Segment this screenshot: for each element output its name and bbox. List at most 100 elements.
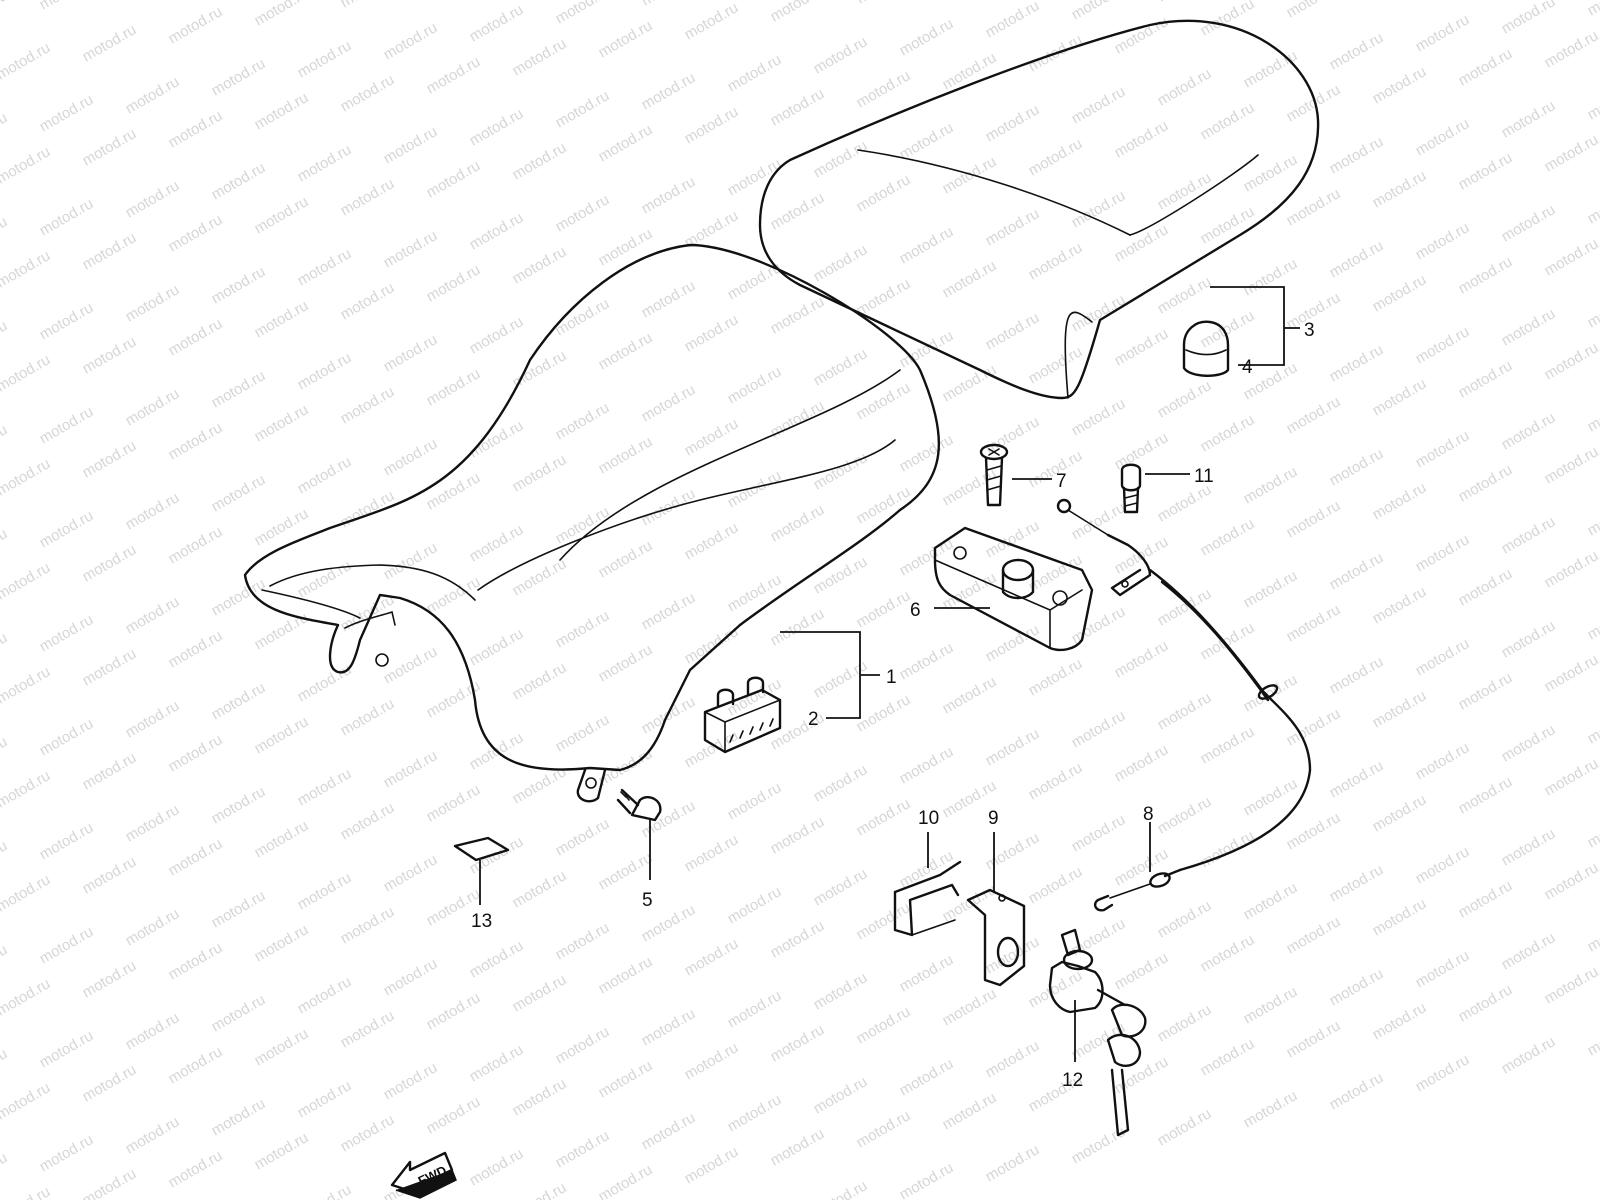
watermark-text: motod.ru	[1026, 343, 1086, 387]
watermark-text: motod.ru	[1069, 707, 1129, 751]
watermark-text: motod.ru	[381, 955, 441, 999]
watermark-text: motod.ru	[295, 973, 355, 1017]
watermark-text: motod.ru	[1026, 551, 1086, 595]
watermark-text: motod.ru	[1284, 601, 1344, 645]
watermark-text: motod.ru	[811, 345, 871, 389]
watermark-text: motod.ru	[1112, 741, 1172, 785]
watermark-text: motod.ru	[553, 815, 613, 859]
watermark-text: motod.ru	[381, 643, 441, 687]
watermark-text: motod.ru	[37, 1027, 97, 1071]
watermark-text: motod.ru	[1370, 271, 1430, 315]
watermark-text: motod.ru	[338, 383, 398, 427]
watermark-text: motod.ru	[940, 673, 1000, 717]
watermark-text: motod.ru	[80, 21, 140, 65]
watermark-text: motod.ru	[1026, 655, 1086, 699]
watermark-text: motod.ru	[0, 351, 53, 395]
watermark-text: motod.ru	[682, 103, 742, 147]
watermark-text: motod.ru	[1198, 411, 1258, 455]
watermark-text: motod.ru	[854, 1003, 914, 1047]
watermark-text: motod.ru	[639, 173, 699, 217]
watermark-text: motod.ru	[1069, 83, 1129, 127]
watermark-text: motod.ru	[1456, 773, 1516, 817]
rear-seat	[758, 19, 1320, 400]
watermark-text: motod.ru	[1370, 0, 1430, 3]
watermark-text: motod.ru	[0, 525, 10, 569]
watermark-text: motod.ru	[1198, 1035, 1258, 1079]
watermark-text: motod.ru	[37, 0, 97, 13]
watermark-text: motod.ru	[639, 1109, 699, 1153]
watermark-text: motod.ru	[381, 1059, 441, 1103]
watermark-text: motod.ru	[295, 141, 355, 185]
watermark-text: motod.ru	[37, 715, 97, 759]
watermark-text: motod.ru	[854, 1107, 914, 1151]
watermark-text: motod.ru	[1370, 479, 1430, 523]
watermark-text: motod.ru	[467, 1041, 527, 1085]
watermark-text: motod.ru	[1198, 827, 1258, 871]
watermark-text: motod.ru	[209, 887, 269, 931]
watermark-text: motod.ru	[252, 297, 312, 341]
watermark-text: motod.ru	[510, 451, 570, 495]
watermark-text: motod.ru	[639, 381, 699, 425]
watermark-text: motod.ru	[0, 455, 53, 499]
watermark-text: motod.ru	[166, 731, 226, 775]
callout-9: 9	[988, 808, 999, 829]
watermark-text: motod.ru	[897, 743, 957, 787]
watermark-text: motod.ru	[1241, 983, 1301, 1027]
watermark-text: motod.ru	[854, 691, 914, 735]
watermark-text: motod.ru	[1112, 429, 1172, 473]
watermark-text: motod.ru	[209, 575, 269, 619]
watermark-text: motod.ru	[37, 195, 97, 239]
watermark-text: motod.ru	[338, 487, 398, 531]
callout-1: 1	[886, 667, 897, 688]
watermark-text: motod.ru	[123, 489, 183, 533]
watermark-text: motod.ru	[1026, 759, 1086, 803]
watermark-text: motod.ru	[768, 917, 828, 961]
watermark-text: motod.ru	[37, 1131, 97, 1175]
watermark-text: motod.ru	[1413, 947, 1473, 991]
watermark-text: motod.ru	[1499, 0, 1559, 37]
watermark-text: motod.ru	[37, 403, 97, 447]
watermark-text: motod.ru	[252, 0, 312, 29]
callout-10: 10	[918, 808, 939, 829]
watermark-text: motod.ru	[639, 485, 699, 529]
watermark-text: motod.ru	[166, 835, 226, 879]
watermark-text: motod.ru	[983, 0, 1043, 41]
watermark-text: motod.ru	[1155, 1001, 1215, 1045]
watermark-text: motod.ru	[768, 1125, 828, 1169]
watermark-text: motod.ru	[682, 1143, 742, 1187]
watermark-text: motod.ru	[166, 523, 226, 567]
watermark-text: motod.ru	[1198, 723, 1258, 767]
watermark-text: motod.ru	[123, 905, 183, 949]
watermark-text: motod.ru	[1585, 0, 1600, 19]
watermark-text: motod.ru	[0, 247, 53, 291]
callout-7: 7	[1056, 471, 1067, 492]
watermark-text: motod.ru	[596, 953, 656, 997]
watermark-text: motod.ru	[1026, 239, 1086, 283]
watermark-text: motod.ru	[1284, 705, 1344, 749]
watermark-text: motod.ru	[467, 937, 527, 981]
watermark-text: motod.ru	[983, 1141, 1043, 1185]
watermark-text: motod.ru	[897, 223, 957, 267]
watermark-text: motod.ru	[1155, 377, 1215, 421]
watermark-text: motod.ru	[381, 19, 441, 63]
watermark-text: motod.ru	[897, 15, 957, 59]
watermark-text: motod.ru	[510, 1075, 570, 1119]
watermark-text: motod.ru	[596, 641, 656, 685]
watermark-text: motod.ru	[381, 331, 441, 375]
watermark-text: motod.ru	[0, 767, 53, 811]
watermark-text: motod.ru	[725, 883, 785, 927]
watermark-text: motod.ru	[1585, 183, 1600, 227]
watermark-text: motod.ru	[467, 105, 527, 149]
watermark-text: motod.ru	[0, 837, 10, 881]
watermark-text: motod.ru	[1198, 619, 1258, 663]
watermark-text: motod.ru	[0, 1183, 53, 1200]
watermark-text: motod.ru	[983, 829, 1043, 873]
watermark-text: motod.ru	[682, 831, 742, 875]
watermark-text: motod.ru	[1499, 409, 1559, 453]
watermark-text: motod.ru	[1241, 1087, 1301, 1131]
watermark-text: motod.ru	[467, 209, 527, 253]
watermark-text: motod.ru	[854, 483, 914, 527]
watermark-text: motod.ru	[0, 143, 53, 187]
watermark-text: motod.ru	[1284, 809, 1344, 853]
watermark-text: motod.ru	[811, 969, 871, 1013]
